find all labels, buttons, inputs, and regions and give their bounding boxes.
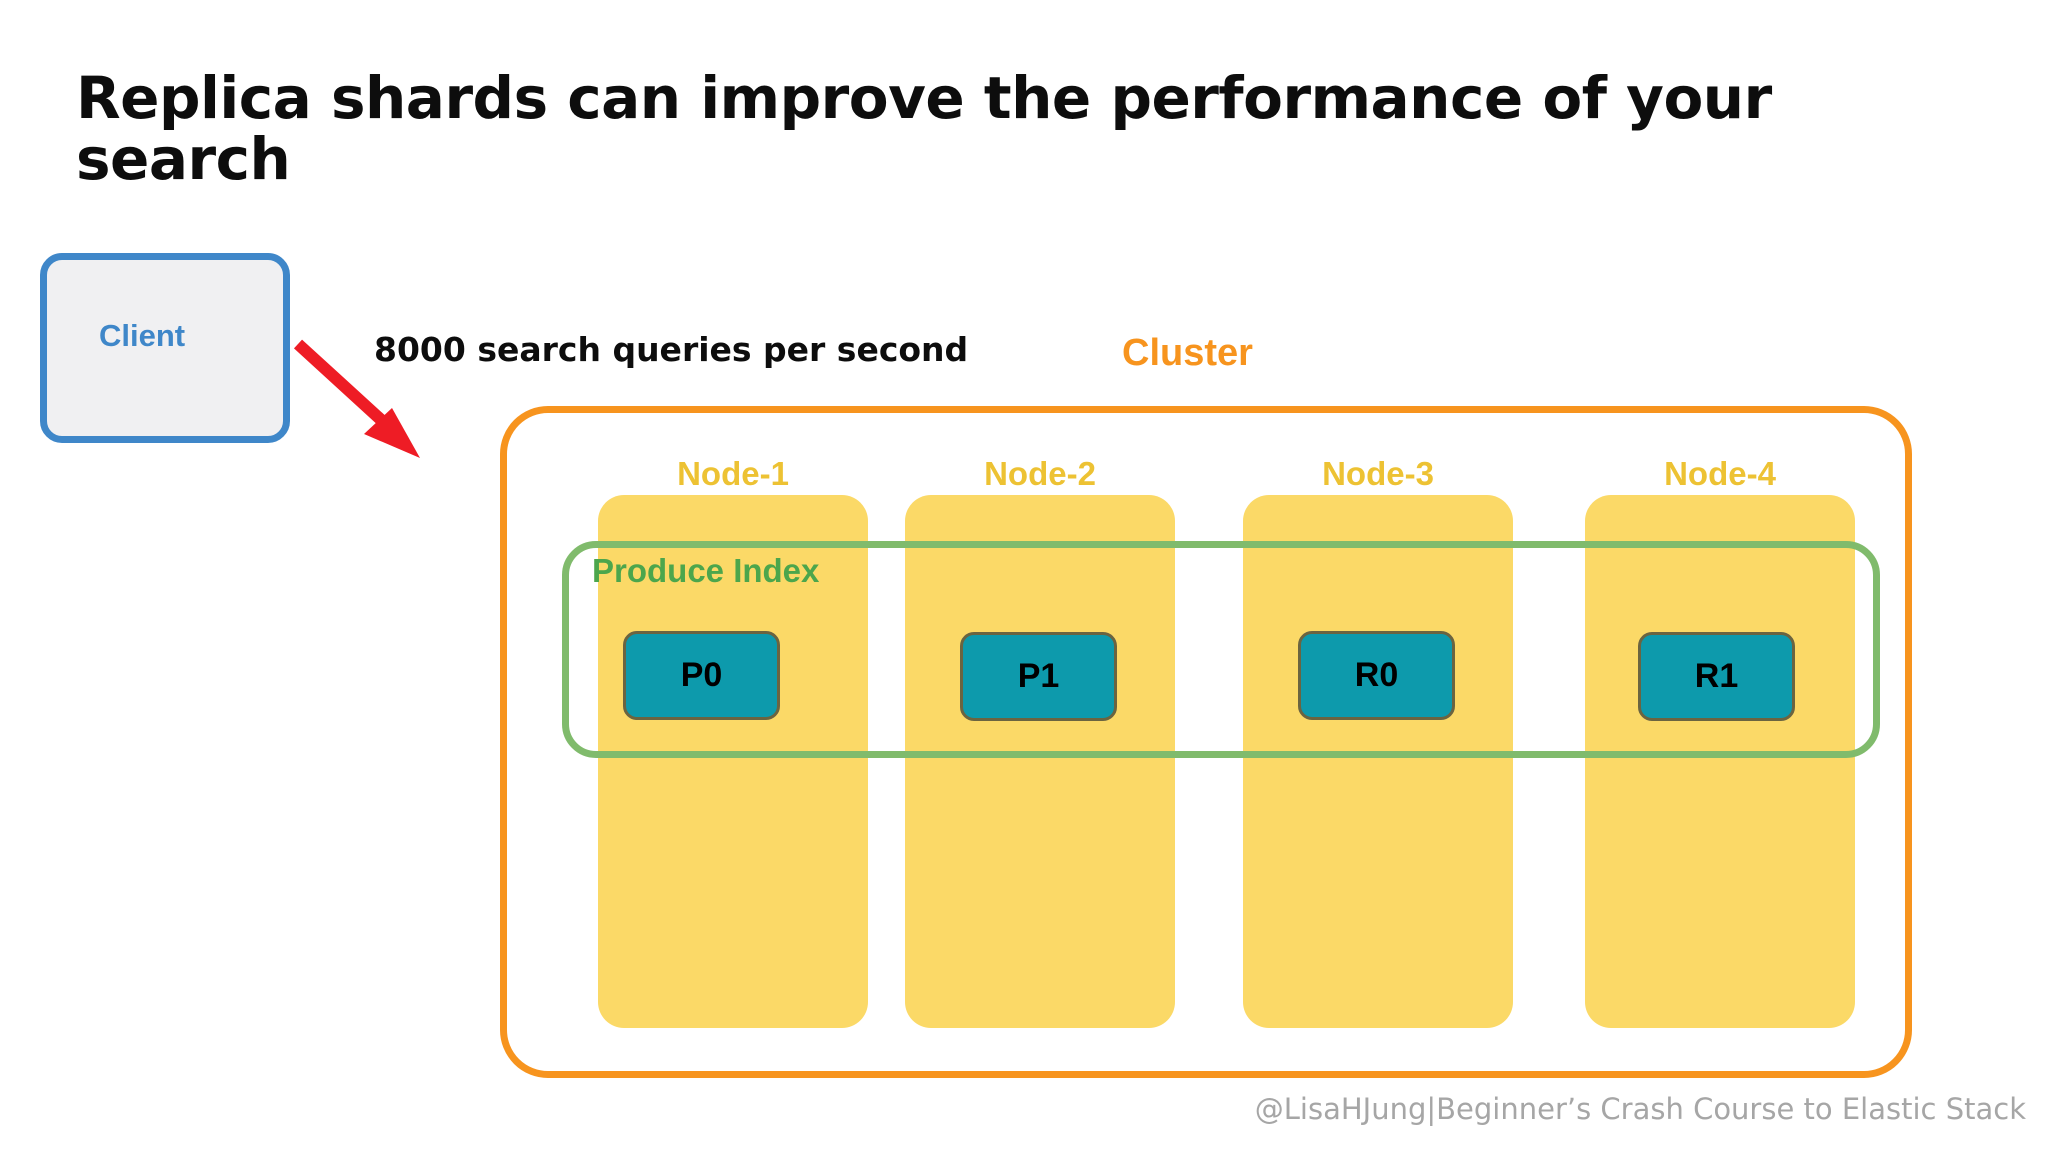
- shard-r1: R1: [1638, 632, 1795, 721]
- cluster-boundary: [500, 406, 1912, 1078]
- page-title: Replica shards can improve the performan…: [76, 64, 1772, 194]
- shard-p0: P0: [623, 631, 780, 720]
- client-box: Client: [40, 253, 290, 443]
- node-label-4: Node-4: [1664, 455, 1776, 492]
- footer-attribution: @LisaHJung|Beginner’s Crash Course to El…: [1254, 1092, 2026, 1126]
- client-label: Client: [99, 318, 186, 353]
- index-label: Produce Index: [592, 552, 820, 589]
- node-label-3: Node-3: [1322, 455, 1434, 492]
- red-arrow-icon: [293, 339, 420, 458]
- index-boundary: [562, 541, 1880, 758]
- shard-r0: R0: [1298, 631, 1455, 720]
- node-label-1: Node-1: [677, 455, 789, 492]
- node-label-2: Node-2: [984, 455, 1096, 492]
- node-box-1: [598, 495, 868, 1028]
- node-box-3: [1243, 495, 1513, 1028]
- shard-p1: P1: [960, 632, 1117, 721]
- node-box-2: [905, 495, 1175, 1028]
- query-rate-label: 8000 search queries per second: [374, 330, 969, 369]
- node-box-4: [1585, 495, 1855, 1028]
- cluster-label: Cluster: [1122, 332, 1253, 374]
